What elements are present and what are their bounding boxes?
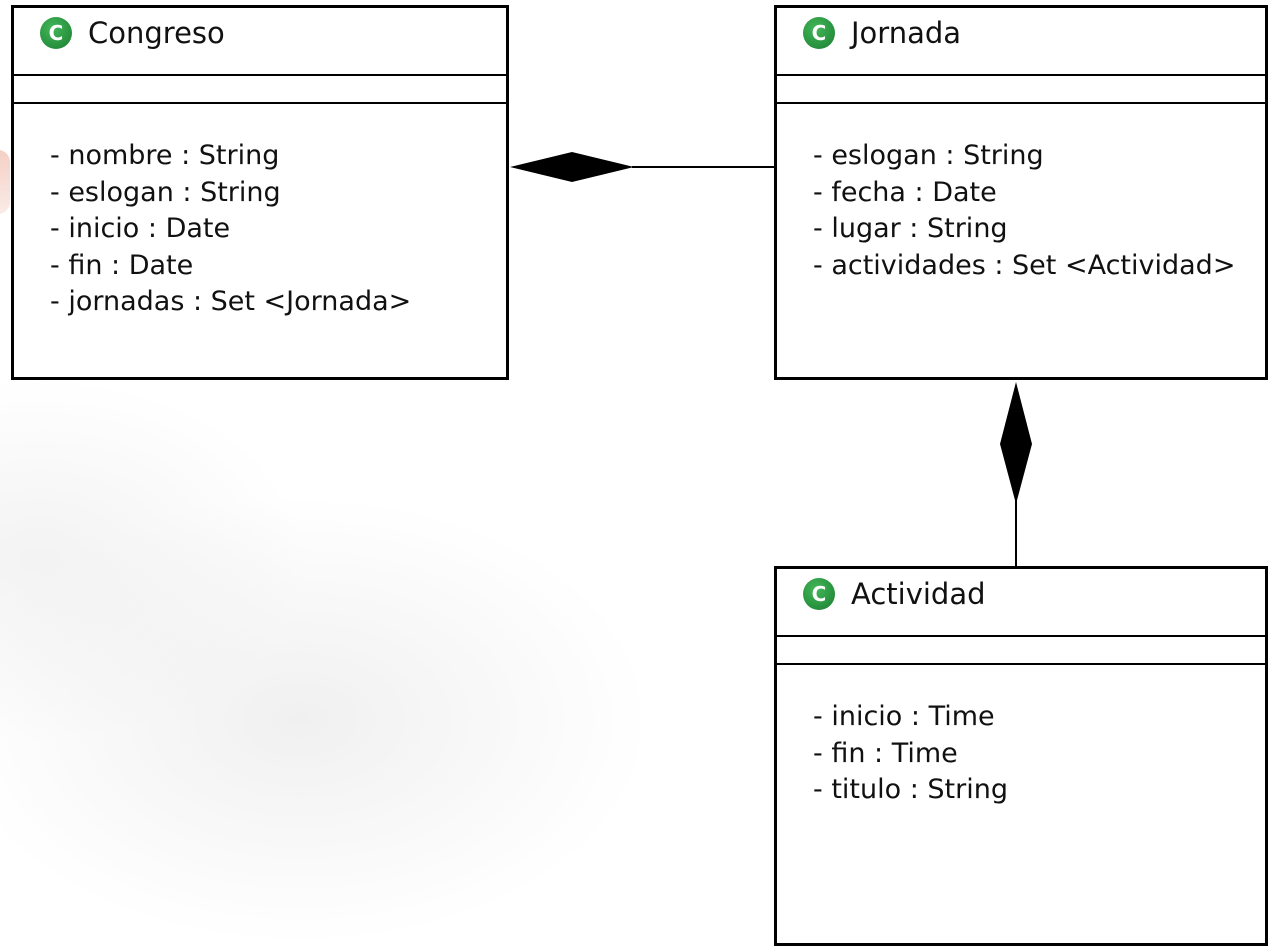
composition-diamond: [510, 152, 634, 182]
composition-jornada-actividad[interactable]: [1000, 382, 1032, 568]
decorative-stamp-fragment: [0, 150, 10, 214]
class-member: - jornadas : Set <Jornada>: [50, 286, 412, 317]
fields-compartment: [777, 76, 1265, 104]
class-name: Jornada: [851, 16, 962, 50]
class-member: - fin : Date: [50, 249, 194, 281]
class-icon: C: [803, 17, 835, 49]
class-member: - eslogan : String: [50, 176, 281, 208]
class-member: - inicio : Date: [50, 213, 231, 244]
fields-compartment: [777, 637, 1265, 665]
class-icon: C: [803, 578, 835, 610]
class-member: - nombre : String: [50, 140, 280, 171]
members-compartment: - inicio : Time - fin : Time - titulo : …: [777, 665, 1265, 809]
class-congreso[interactable]: C Congreso - nombre : String - eslogan :…: [11, 5, 509, 380]
composition-congreso-jornada[interactable]: [510, 152, 776, 182]
class-name: Congreso: [88, 16, 225, 50]
class-member: - lugar : String: [813, 213, 1008, 244]
class-member: - inicio : Time: [813, 701, 995, 732]
class-name: Actividad: [851, 577, 986, 611]
class-member: - fin : Time: [813, 737, 958, 769]
class-actividad[interactable]: C Actividad - inicio : Time - fin : Time…: [774, 566, 1268, 946]
fields-compartment: [14, 76, 506, 104]
class-header: C Congreso: [14, 8, 506, 76]
class-member: - actividades : Set <Actividad>: [813, 249, 1236, 281]
members-compartment: - nombre : String - eslogan : String - i…: [14, 104, 506, 321]
class-member: - eslogan : String: [813, 140, 1044, 171]
members-compartment: - eslogan : String - fecha : Date - luga…: [777, 104, 1265, 284]
class-header: C Actividad: [777, 569, 1265, 637]
class-jornada[interactable]: C Jornada - eslogan : String - fecha : D…: [774, 5, 1268, 380]
class-member: - fecha : Date: [813, 176, 997, 208]
class-icon: C: [40, 17, 72, 49]
class-header: C Jornada: [777, 8, 1265, 76]
composition-diamond: [1000, 382, 1032, 504]
class-member: - titulo : String: [813, 774, 1008, 805]
